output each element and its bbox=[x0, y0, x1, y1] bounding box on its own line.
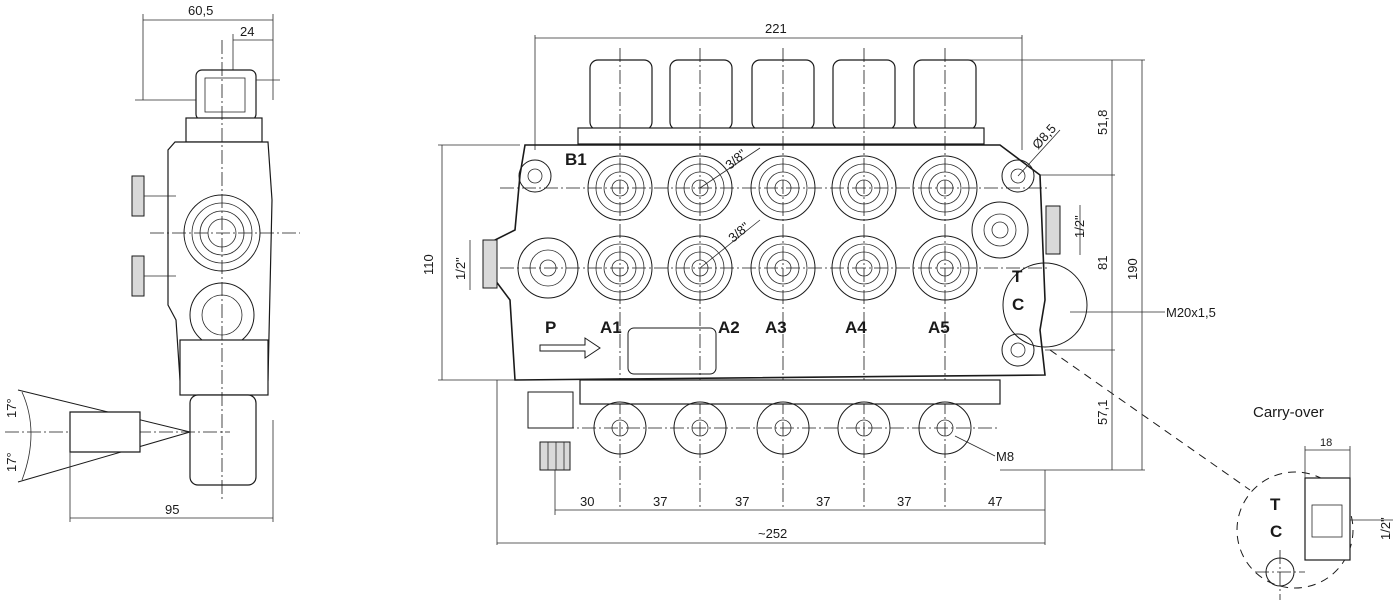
mounting-hole-icon bbox=[1001, 159, 1035, 193]
carry-over-detail: Carry-over 18 1/2" T C bbox=[1049, 349, 1393, 600]
port-label-b1: B1 bbox=[565, 150, 587, 169]
angle-upper: 17° bbox=[4, 398, 19, 418]
dim-height-left: 110 bbox=[421, 254, 436, 275]
callout-port-size-top: 3/8" bbox=[722, 146, 749, 172]
mounting-hole-icon bbox=[1001, 333, 1035, 367]
port-label-a4: A4 bbox=[845, 318, 867, 337]
detail-dim-top: 18 bbox=[1320, 437, 1332, 449]
dim-bottom-width: ~252 bbox=[758, 526, 787, 541]
dim-right-lower: 57,1 bbox=[1095, 400, 1110, 425]
callout-port-size-bottom: 3/8" bbox=[725, 219, 752, 245]
port-label-p: P bbox=[545, 318, 556, 337]
port-label-a2: A2 bbox=[718, 318, 740, 337]
callout-mount-screw: M8 bbox=[996, 449, 1014, 464]
dim-top-offset: 24 bbox=[240, 24, 254, 39]
fitting-icon bbox=[539, 441, 571, 471]
dim-right-total: 190 bbox=[1125, 258, 1140, 280]
detail-title: Carry-over bbox=[1253, 404, 1324, 421]
detail-dim-right: 1/2" bbox=[1378, 517, 1393, 540]
detail-circle bbox=[1236, 471, 1354, 589]
dim-pitch-2: 37 bbox=[735, 494, 749, 509]
spool-cap-icon bbox=[669, 59, 733, 131]
tank-label-c: C bbox=[1012, 295, 1024, 314]
dim-pitch-4: 37 bbox=[897, 494, 911, 509]
spool-cap-icon bbox=[589, 59, 653, 131]
tank-label-t: T bbox=[1012, 267, 1023, 286]
dim-pitch-3: 37 bbox=[816, 494, 830, 509]
spool-caps bbox=[577, 59, 985, 145]
name-plate bbox=[627, 327, 717, 375]
port-label-a1: A1 bbox=[600, 318, 622, 337]
arrow-icon bbox=[539, 337, 601, 359]
dim-pitch-5: 47 bbox=[988, 494, 1002, 509]
detail-label-c: C bbox=[1270, 522, 1282, 541]
angle-lower: 17° bbox=[4, 452, 19, 472]
front-view: 221 bbox=[421, 21, 1216, 545]
dim-right-upper: 51,8 bbox=[1095, 110, 1110, 135]
port-label-a5: A5 bbox=[928, 318, 950, 337]
mounting-hole-icon bbox=[518, 159, 552, 193]
dim-pitch-0: 30 bbox=[580, 494, 594, 509]
dim-bottom-width: 95 bbox=[165, 502, 179, 517]
callout-tank-thread: 1/2" bbox=[1072, 215, 1087, 238]
callout-outlet-thread: M20x1,5 bbox=[1166, 305, 1216, 320]
callout-inlet-thread: 1/2" bbox=[453, 257, 468, 280]
lever-icon bbox=[189, 394, 257, 486]
outlet-boss bbox=[1002, 262, 1088, 348]
side-view: 60,5 24 17° 17° bbox=[4, 3, 300, 522]
dim-right-mid: 81 bbox=[1095, 256, 1110, 270]
dim-top-width: 221 bbox=[765, 21, 787, 36]
dim-pitch-1: 37 bbox=[653, 494, 667, 509]
tank-port-circle bbox=[971, 201, 1029, 259]
dim-overall-width: 60,5 bbox=[188, 3, 213, 18]
detail-label-t: T bbox=[1270, 495, 1281, 514]
port-label-a3: A3 bbox=[765, 318, 787, 337]
